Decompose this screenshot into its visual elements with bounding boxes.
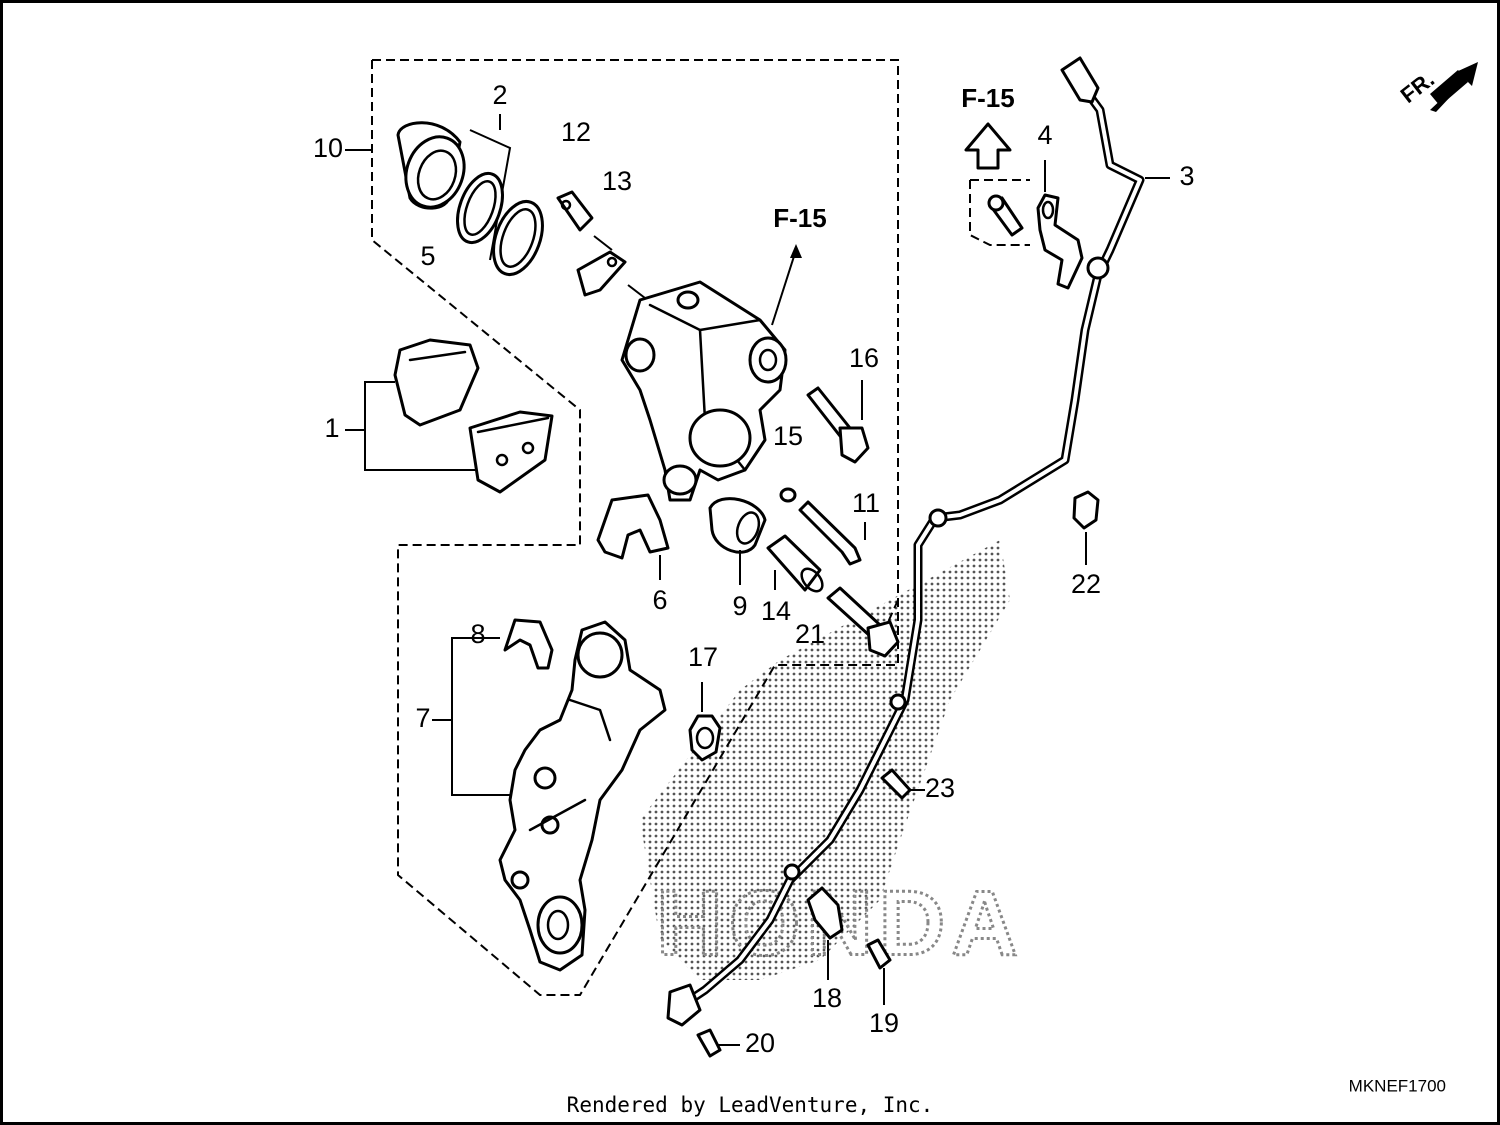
callout-7: 7	[415, 703, 430, 733]
clamp-part-18	[806, 886, 844, 980]
grommet-part-22	[1072, 490, 1100, 565]
credit-line: Rendered by LeadVenture, Inc.	[567, 1093, 934, 1117]
reference-arrow-caliper	[771, 244, 802, 326]
sleeve-part-14	[766, 534, 824, 593]
bleed-valve-part-12	[556, 190, 594, 232]
bracket-lines	[345, 114, 512, 796]
reference-label-stay: F-15	[961, 83, 1014, 113]
diagram-code: MKNEF1700	[1349, 1076, 1446, 1095]
callout-4: 4	[1037, 120, 1052, 150]
front-direction-label: FR.	[1396, 66, 1439, 108]
nut-part-17	[688, 682, 722, 762]
retainer-clip-part-8	[503, 618, 554, 670]
bleed-cap-part-13	[576, 235, 627, 297]
callout-5: 5	[420, 241, 435, 271]
callout-14: 14	[761, 596, 791, 626]
boot-part-9	[708, 497, 767, 585]
reference-arrow-up	[964, 122, 1012, 170]
callout-11: 11	[852, 488, 880, 518]
pad-spring-part-6	[596, 493, 670, 580]
callout-23: 23	[925, 773, 955, 803]
brake-pads-part-1	[393, 338, 554, 494]
wheel-speed-sensor-cable-part-3	[666, 56, 1170, 1027]
stay-part-4	[1036, 160, 1084, 290]
callout-3: 3	[1179, 161, 1194, 191]
front-direction-arrow: FR.	[1396, 62, 1478, 112]
piston-part-5	[396, 121, 466, 210]
callout-16: 16	[849, 343, 879, 373]
bolt-in-dashed-box	[969, 179, 1030, 246]
pin-bolt-part-16	[806, 380, 870, 464]
callout-8: 8	[470, 619, 485, 649]
o-ring-part-15	[779, 487, 797, 503]
bolt-part-20	[696, 1028, 740, 1058]
bolt-part-21	[826, 586, 900, 658]
callout-20: 20	[745, 1028, 775, 1058]
callout-18: 18	[812, 983, 842, 1013]
callout-15: 15	[773, 421, 803, 451]
callout-12: 12	[561, 117, 591, 147]
callout-1: 1	[324, 413, 339, 443]
callout-13: 13	[602, 166, 632, 196]
callout-22: 22	[1071, 569, 1101, 599]
caliper-bracket-part-7	[498, 620, 667, 972]
reference-label-caliper: F-15	[773, 203, 826, 233]
callout-10: 10	[313, 133, 343, 163]
callout-21: 21	[795, 619, 825, 649]
callout-17: 17	[688, 642, 718, 672]
pin-part-11	[798, 500, 866, 566]
callout-6: 6	[652, 585, 667, 615]
callout-2: 2	[492, 80, 507, 110]
bolt-part-19	[866, 938, 892, 1005]
caliper-body	[620, 280, 788, 502]
piston-seals-part-2	[456, 171, 544, 276]
callout-19: 19	[869, 1008, 899, 1038]
callout-numbers: 1 2 3 4 5 6 7 8 9 10 11 12 13 14 15 16 1…	[313, 80, 1195, 1058]
callout-9: 9	[732, 591, 747, 621]
bolt-part-23	[880, 768, 925, 800]
